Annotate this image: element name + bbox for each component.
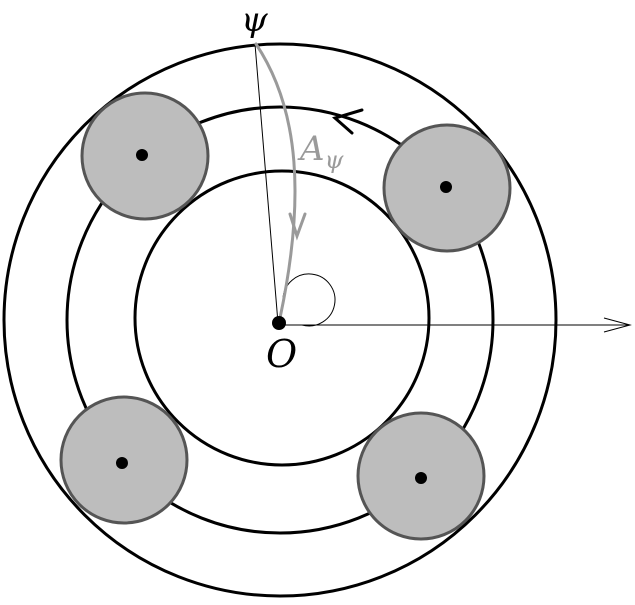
ball-center-dot	[116, 457, 128, 469]
psi-label: ψ	[241, 0, 268, 40]
reference-axis-arrowhead	[603, 317, 632, 333]
ball-center-dot	[440, 181, 452, 193]
outer-ring	[2, 42, 558, 598]
ball-center-dot	[415, 472, 427, 484]
amplitude-curve	[254, 42, 297, 320]
amplitude-label-subscript: ψ	[325, 146, 345, 174]
origin-point	[272, 316, 286, 330]
ball-top-right	[382, 123, 512, 253]
ball-bottom-right	[356, 411, 486, 541]
psi-radius-line	[254, 43, 279, 324]
origin-label: O	[266, 332, 297, 376]
ball-top-left	[80, 91, 210, 221]
amplitude-label-main: A	[297, 129, 325, 169]
inner-ring	[133, 169, 431, 467]
ball-center-dot	[136, 149, 148, 161]
angle-arc	[282, 273, 336, 327]
ball-bottom-left	[59, 395, 189, 525]
rotation-direction-arrow	[331, 108, 364, 135]
amplitude-curve-arrowhead	[288, 212, 307, 241]
amplitude-label: Aψ	[297, 129, 345, 174]
middle-ring	[65, 105, 495, 535]
